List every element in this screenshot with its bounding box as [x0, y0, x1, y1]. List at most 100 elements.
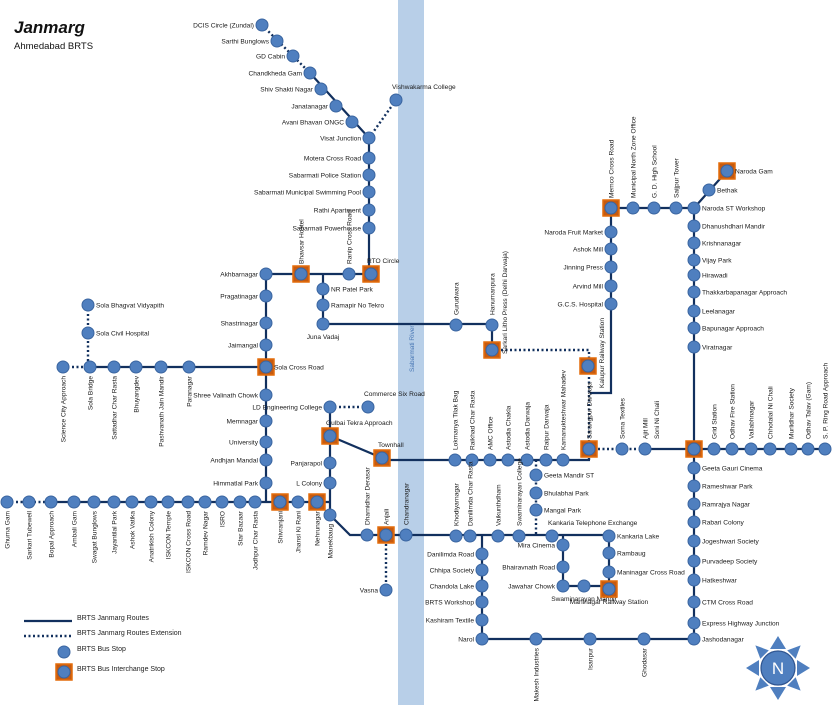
station[interactable]: GD Cabin — [256, 49, 300, 63]
station[interactable]: Hanumanpura — [485, 273, 499, 332]
station[interactable]: Jinning Press — [563, 260, 618, 274]
station[interactable]: Mangal Park — [529, 503, 582, 517]
station[interactable]: Sola Bhagvat Vidyapith — [81, 298, 164, 312]
station[interactable]: Naroda ST Workshop — [687, 201, 765, 215]
station[interactable]: Sarthi Bunglows — [221, 34, 284, 48]
station[interactable]: Kankaria Telephone Exchange — [545, 520, 638, 543]
station[interactable]: Astodia Darwaja — [520, 402, 534, 467]
station[interactable]: Khodiyarnagar — [449, 482, 463, 543]
station[interactable]: Vaikunthdham — [491, 484, 505, 543]
station[interactable]: Townhall — [373, 442, 404, 467]
station[interactable]: Nehrunagar — [308, 493, 326, 546]
station[interactable]: Sattadhar Char Rasta — [107, 360, 121, 440]
station[interactable]: Sarkari Tubewell — [22, 495, 36, 560]
station[interactable]: Mira Cinema — [518, 538, 570, 552]
station[interactable]: Saijpur Tower — [669, 157, 683, 215]
station[interactable]: Visat Junction — [320, 131, 376, 145]
station[interactable]: Motera Cross Road — [304, 151, 376, 165]
station[interactable]: Chandkheda Gam — [248, 66, 317, 80]
station[interactable]: Ghodasar — [637, 632, 651, 677]
station[interactable]: Panjarapol — [290, 456, 337, 470]
station[interactable]: Lokmanya Tilak Bag — [448, 390, 462, 467]
station[interactable]: Ramapir No Tekro — [316, 298, 384, 312]
station[interactable]: Krishnanagar — [687, 236, 742, 250]
station[interactable]: Anatrikish Colony — [144, 495, 158, 562]
station[interactable]: Vishwakarma College — [389, 84, 456, 107]
station[interactable]: Memnagar — [226, 414, 273, 428]
station[interactable]: Commerce Six Road — [361, 391, 425, 414]
station[interactable]: ISKCON Temple — [161, 495, 175, 559]
station[interactable]: Bethak — [702, 183, 738, 197]
station[interactable]: Gulbai Tekra Approach — [321, 420, 393, 445]
station[interactable]: Arvind Mill — [573, 279, 618, 293]
station[interactable]: Star Bazaar — [233, 495, 247, 546]
station[interactable]: Jhansi Ki Rani — [291, 495, 305, 553]
station[interactable]: Soni Ni Chali — [654, 400, 703, 458]
station[interactable]: Jogeshwari Society — [687, 534, 760, 548]
station[interactable]: Ramdev Nagar — [198, 495, 212, 555]
station[interactable]: Memco Cross Road — [602, 139, 620, 217]
station[interactable]: Sabarmati Powerhouse — [292, 221, 376, 235]
station[interactable]: Hirawadi — [687, 268, 728, 282]
station[interactable]: Jashodanagar — [687, 632, 745, 646]
station[interactable]: Makesh Industries — [529, 632, 543, 702]
station[interactable]: Shree Valinath Chowk — [193, 388, 273, 402]
station[interactable]: Thakkarbapanagar Approach — [687, 285, 787, 299]
station[interactable]: Bhairavnath Road — [502, 560, 570, 574]
station[interactable]: Chhipa Society — [430, 563, 489, 577]
station[interactable]: Narol — [458, 632, 489, 646]
station[interactable]: NR Patel Park — [316, 282, 373, 296]
station[interactable]: Chandranagar — [399, 482, 413, 542]
station[interactable]: Jayantilal Park — [107, 495, 121, 554]
station[interactable]: Odhav Talav (Gam) — [801, 382, 815, 456]
station[interactable]: Rameshwar Park — [687, 479, 753, 493]
station[interactable]: Astodia Chakla — [501, 405, 515, 467]
station[interactable]: Sola Cross Road — [257, 358, 324, 376]
station[interactable]: G.C.S. Hospital — [558, 297, 618, 311]
station[interactable]: Murlidhar Society — [784, 387, 798, 456]
station[interactable]: Bopal Approach — [44, 495, 58, 558]
station[interactable]: Ashok Vatika — [125, 495, 139, 549]
station[interactable]: Express Highway Junction — [687, 616, 780, 630]
station[interactable]: Maninagar Cross Road — [602, 565, 685, 579]
station[interactable]: Odhav Fire Station — [725, 384, 739, 456]
station[interactable]: Avani Bhavan ONGC — [282, 115, 359, 129]
station[interactable]: Andhjan Mandal — [210, 453, 273, 467]
station[interactable]: Pashvanath Jain Mandir — [154, 360, 168, 447]
station[interactable]: Swaminarayan Mandir — [551, 579, 618, 603]
station[interactable]: Kalupur Railway Station — [579, 318, 606, 388]
station[interactable]: Jodhpur Char Rasta — [248, 495, 262, 570]
station[interactable]: BRTS Workshop — [425, 595, 489, 609]
station[interactable]: Shastrinagar — [221, 316, 273, 330]
station[interactable]: Purvadeep Society — [687, 554, 758, 568]
station[interactable]: Raipur Darwaja — [539, 404, 553, 467]
station[interactable]: Swaminarayan College — [512, 458, 526, 543]
station[interactable]: Shivranjani — [271, 493, 289, 544]
station[interactable]: DCIS Circle (Zundal) — [193, 18, 269, 32]
station[interactable]: Science City Approach — [56, 360, 70, 442]
station[interactable]: Vasna — [360, 583, 393, 597]
station[interactable]: University — [229, 435, 273, 449]
station[interactable]: Manekbaug — [323, 508, 337, 558]
station[interactable]: Anjali — [377, 508, 395, 544]
station[interactable]: Sarangpur Darwaja — [580, 382, 598, 458]
station[interactable]: Janatanagar — [291, 99, 343, 113]
station[interactable]: Viratnagar — [687, 340, 733, 354]
station[interactable]: Danilimda Char Rasta — [463, 461, 477, 543]
station[interactable]: Ajit Mill — [638, 418, 652, 456]
station[interactable]: L Colony — [296, 476, 337, 490]
station[interactable]: Pragatinagar — [220, 289, 273, 303]
station[interactable]: Ramrajya Nagar — [687, 497, 751, 511]
station[interactable]: Geeta Gauri Cinema — [687, 461, 763, 475]
station[interactable]: ISKCON Cross Road — [181, 495, 195, 573]
station[interactable]: Vijay Park — [687, 253, 732, 267]
station[interactable]: Chhotalal Ni Chali — [763, 386, 777, 456]
station[interactable]: Ambali Gam — [67, 495, 81, 547]
station[interactable]: Maninagar Railway Station — [570, 580, 649, 606]
station[interactable]: Kashiram Textile — [426, 613, 489, 627]
station[interactable]: ISRO — [215, 495, 229, 527]
station[interactable]: Kamanukteshwar Mahadev — [556, 369, 570, 467]
station[interactable]: Soma Textiles — [615, 397, 629, 456]
station[interactable]: S. P. Ring Road Approach — [818, 363, 832, 456]
station[interactable]: Kankaria Lake — [602, 529, 659, 543]
